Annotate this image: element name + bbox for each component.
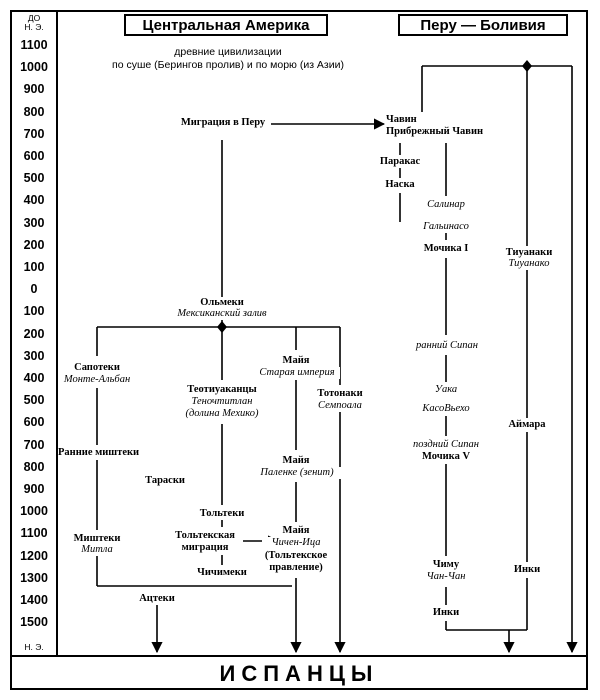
spaniards-footer: ИСПАНЦЫ xyxy=(10,655,588,690)
axis-tick: 1400 xyxy=(20,593,48,607)
axis-tick: 100 xyxy=(23,304,45,319)
chavin-label: Чавин xyxy=(386,114,430,126)
maya-old-label: Майя xyxy=(282,355,310,367)
inca-label-right: Инки xyxy=(511,564,543,576)
axis-tick: 1300 xyxy=(20,570,48,585)
palenque-label: Паленке (зенит) xyxy=(252,467,342,479)
toltec-migration-label-2: миграция xyxy=(175,542,235,554)
tenochtitlan-label: Теночтитлан xyxy=(182,396,262,408)
nazca-label: Наска xyxy=(382,179,418,191)
axis-tick: 600 xyxy=(23,415,45,430)
axis-tick: 800 xyxy=(23,459,45,474)
axis-tick: 800 xyxy=(23,104,45,119)
chichen-itza-label: Чичен-Ица xyxy=(262,537,330,549)
axis-tick: 500 xyxy=(23,171,45,186)
mixtecs-label: Миштеки xyxy=(72,533,122,545)
huaca-label: Уака xyxy=(432,384,460,396)
mexico-valley-label: (долина Мехико) xyxy=(170,408,274,420)
olmecs-label: Ольмеки xyxy=(190,297,254,309)
tiwanaku-label-2: Тиуанако xyxy=(504,258,554,270)
toltecs-label: Тольтеки xyxy=(196,508,248,520)
axis-tick: 1100 xyxy=(20,38,48,52)
chichimecs-label: Чичимеки xyxy=(190,567,254,579)
axis-tick: 1200 xyxy=(20,548,48,563)
axis-tick: 200 xyxy=(23,237,45,252)
teotihuacans-label: Теотиуаканцы xyxy=(182,384,262,396)
chimu-label: Чиму xyxy=(430,559,462,571)
axis-bc-label-era: Н. Э. xyxy=(24,22,44,32)
origins-label-2: по суше (Берингов пролив) и по морю (из … xyxy=(110,59,346,71)
axis-tick: 400 xyxy=(23,193,45,208)
toltec-rule-label-2: правление) xyxy=(262,562,330,574)
axis-tick: 400 xyxy=(23,371,45,385)
chan-chan-label: Чан-Чан xyxy=(422,571,470,583)
axis-tick: 1000 xyxy=(20,504,48,519)
totonacs-label: Тотонаки xyxy=(312,388,368,400)
header-peru-bolivia: Перу — Боливия xyxy=(398,14,568,36)
mochica-5-label: Мочика V xyxy=(420,451,472,463)
coastal-chavin-label: Прибрежный Чавин xyxy=(386,126,498,138)
axis-tick: 700 xyxy=(23,437,45,452)
axis-tick: 200 xyxy=(23,326,45,341)
mexican-gulf-label: Мексиканский залив xyxy=(160,308,284,320)
kasovyekho-label: КасоВьехо xyxy=(418,403,474,415)
gallinazo-label: Гальинасо xyxy=(418,221,474,233)
tarascans-label: Тараски xyxy=(140,475,190,487)
axis-tick: 100 xyxy=(23,260,45,274)
axis-tick: 500 xyxy=(23,393,45,408)
origins-label-1: древние цивилизации xyxy=(150,46,306,58)
cempoala-label: Семпоала xyxy=(312,400,368,412)
zapotecs-label: Сапотеки xyxy=(70,362,124,374)
diagram-frame xyxy=(10,10,588,690)
aymara-label: Аймара xyxy=(508,419,546,431)
header-central-america: Центральная Америка xyxy=(124,14,328,36)
paracas-label: Паракас xyxy=(378,156,422,168)
early-sipan-label: ранний Сипан xyxy=(408,340,486,352)
axis-tick: 1100 xyxy=(20,526,48,541)
salinar-label: Салинар xyxy=(420,199,472,211)
axis-tick: 600 xyxy=(23,149,45,163)
axis-tick: 1500 xyxy=(20,615,48,630)
early-mixtecs-label: Ранние миштеки xyxy=(58,447,140,459)
mitla-label: Митла xyxy=(78,544,116,556)
toltec-rule-label-1: (Тольтекское xyxy=(258,550,334,562)
axis-ad-label: Н. Э. xyxy=(24,642,44,652)
axis-tick: 900 xyxy=(23,82,45,97)
late-sipan-label: поздний Сипан xyxy=(406,439,486,451)
axis-tick: 300 xyxy=(23,348,45,363)
mochica-1-label: Мочика I xyxy=(420,243,472,255)
axis-tick: 0 xyxy=(30,282,38,297)
axis-tick: 1000 xyxy=(20,60,48,75)
toltec-migration-label-1: Тольтекская xyxy=(168,530,242,542)
spaniards-label: ИСПАНЦЫ xyxy=(219,660,379,686)
maya-palenque-label: Майя xyxy=(282,455,310,467)
axis-tick: 900 xyxy=(23,482,45,496)
old-empire-label: Старая империя xyxy=(254,367,340,379)
axis-bc-label: ДО xyxy=(27,13,41,23)
aztecs-label: Ацтеки xyxy=(134,593,180,605)
monte-alban-label: Монте-Альбан xyxy=(58,374,136,386)
migration-peru-label: Миграция в Перу xyxy=(175,117,271,129)
timeline-axis xyxy=(10,10,58,655)
axis-tick: 300 xyxy=(23,215,45,230)
tiwanaku-label-1: Тиуанаки xyxy=(504,247,554,259)
maya-chichen-label: Майя xyxy=(282,525,310,537)
inca-label-left: Инки xyxy=(430,607,462,619)
axis-tick: 700 xyxy=(23,126,45,141)
